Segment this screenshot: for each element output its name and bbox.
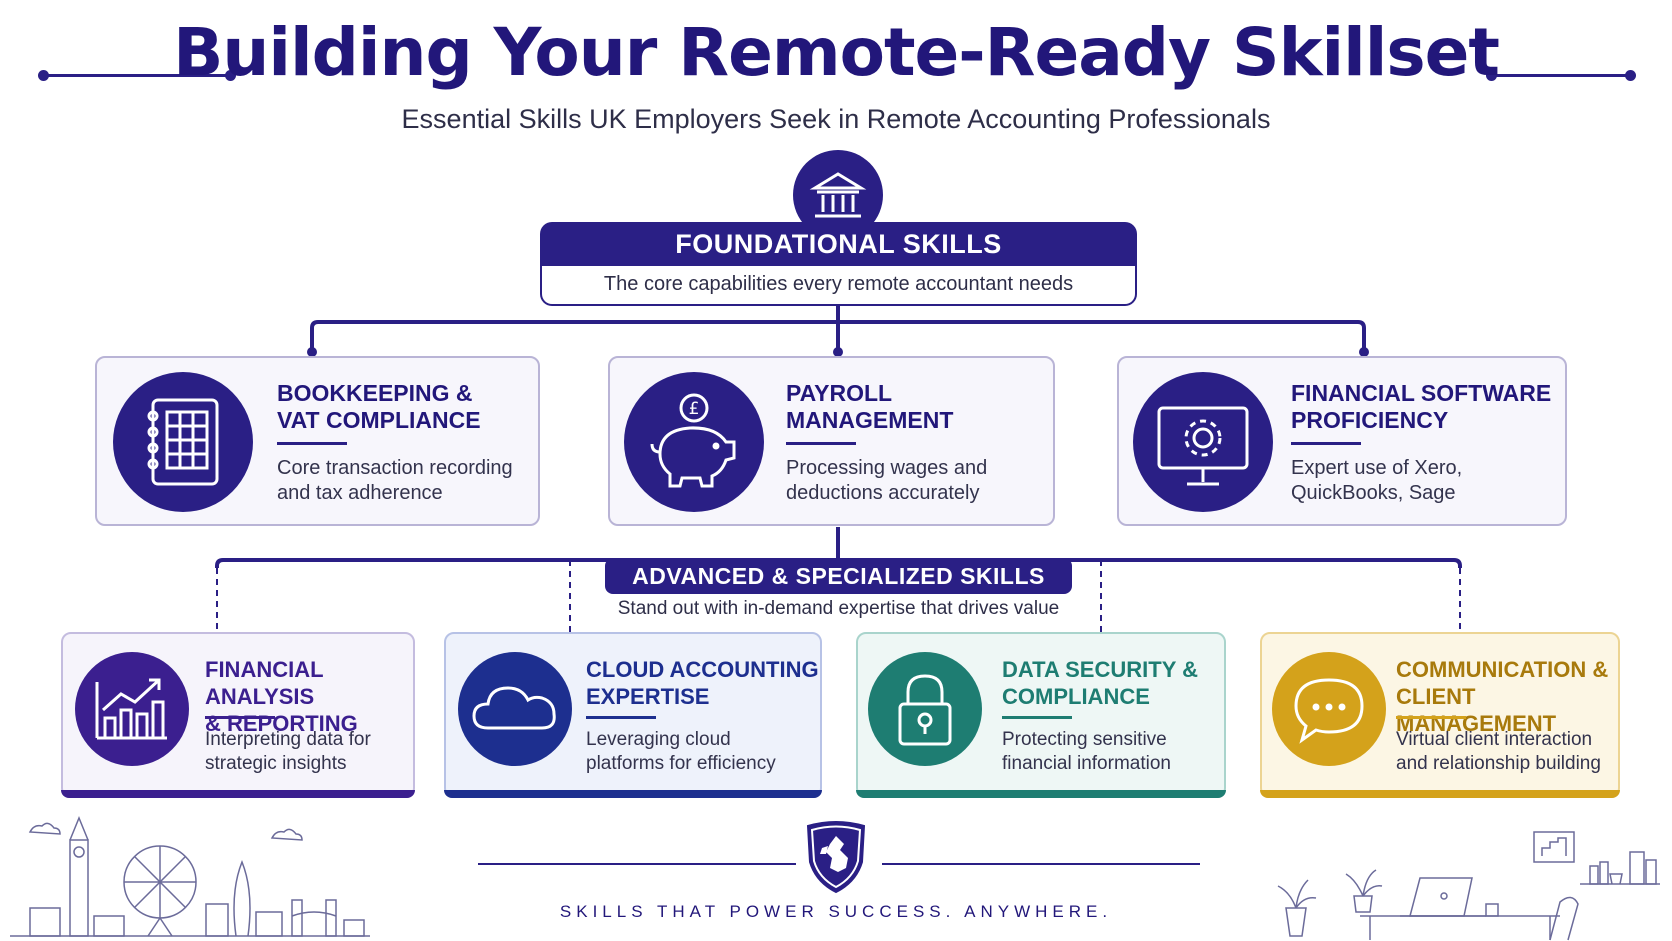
- uk-shield-icon: [802, 818, 870, 894]
- skill-title-line1: COMMUNICATION &: [1396, 657, 1609, 682]
- foundational-skills-header: FOUNDATIONAL SKILLS: [540, 222, 1137, 266]
- card-accent-bar: [856, 790, 1226, 798]
- monitor-gear-icon: [1133, 372, 1273, 512]
- skill-rule: [786, 442, 856, 445]
- skill-rule: [1002, 716, 1072, 719]
- skill-desc-line1: Interpreting data for: [205, 729, 371, 750]
- foundational-skills-description: The core capabilities every remote accou…: [540, 266, 1137, 306]
- skill-desc-line1: Virtual client interaction: [1396, 729, 1593, 750]
- skill-title-line2: & REPORTING: [205, 711, 358, 736]
- footer-tagline: SKILLS THAT POWER SUCCESS. ANYWHERE.: [559, 902, 1113, 921]
- skill-title-line1: FINANCIAL ANALYSIS: [205, 657, 324, 709]
- title-rule-left: [38, 70, 236, 81]
- chart-icon: [75, 652, 189, 766]
- skill-card-bookkeeping: BOOKKEEPING &VAT COMPLIANCE Core transac…: [95, 356, 540, 526]
- ledger-icon: [113, 372, 253, 512]
- skill-desc-line1: Processing wages and: [786, 457, 988, 479]
- skill-title-line1: CLOUD ACCOUNTING: [586, 657, 819, 682]
- skill-title-line2: PROFICIENCY: [1291, 407, 1449, 433]
- skill-desc-line2: deductions accurately: [786, 482, 980, 504]
- skill-desc-line1: Leveraging cloud: [586, 729, 731, 750]
- skill-desc-line2: platforms for efficiency: [586, 753, 776, 774]
- skill-rule: [1291, 442, 1361, 445]
- chat-bubble-icon: [1272, 652, 1386, 766]
- skill-title-line2: CLIENT MANAGEMENT: [1396, 684, 1557, 736]
- skill-desc-line1: Expert use of Xero,: [1291, 457, 1463, 479]
- page-title: Building Your Remote-Ready Skillset: [173, 14, 1500, 91]
- skill-title-line1: PAYROLL: [786, 380, 893, 406]
- card-accent-bar: [1260, 790, 1620, 798]
- skill-rule: [586, 716, 656, 719]
- skill-card-communication: COMMUNICATION &CLIENT MANAGEMENT Virtual…: [1260, 632, 1620, 798]
- skill-desc-line2: strategic insights: [205, 753, 347, 774]
- skill-title-line1: BOOKKEEPING &: [277, 380, 473, 406]
- skill-desc-line2: and relationship building: [1396, 753, 1601, 774]
- skill-desc-line1: Core transaction recording: [277, 457, 513, 479]
- skill-title-line2: MANAGEMENT: [786, 407, 954, 433]
- skill-rule: [205, 716, 275, 719]
- padlock-icon: [868, 652, 982, 766]
- skill-desc-line1: Protecting sensitive: [1002, 729, 1167, 750]
- advanced-skills-description: Stand out with in-demand expertise that …: [617, 598, 1060, 619]
- skill-title-line1: DATA SECURITY &: [1002, 657, 1198, 682]
- skill-rule: [277, 442, 347, 445]
- advanced-skills-header: ADVANCED & SPECIALIZED SKILLS: [605, 558, 1072, 594]
- home-office-illustration: [1277, 831, 1660, 941]
- svg-text:£: £: [689, 399, 700, 419]
- page-subtitle: Essential Skills UK Employers Seek in Re…: [401, 104, 1271, 134]
- skill-title-line2: VAT COMPLIANCE: [277, 407, 481, 433]
- title-rule-right: [1486, 70, 1636, 81]
- skill-title-line2: EXPERTISE: [586, 684, 710, 709]
- card-accent-bar: [444, 790, 822, 798]
- london-skyline-illustration: [10, 816, 370, 937]
- skill-card-data-security: DATA SECURITY &COMPLIANCE Protecting sen…: [856, 632, 1226, 798]
- skill-desc-line2: financial information: [1002, 753, 1171, 774]
- skill-rule: [1396, 716, 1466, 719]
- card-accent-bar: [61, 790, 415, 798]
- piggy-bank-icon: £: [624, 372, 764, 512]
- skill-title-line1: FINANCIAL SOFTWARE: [1291, 380, 1552, 406]
- skill-desc-line2: QuickBooks, Sage: [1291, 482, 1456, 504]
- cloud-icon: [458, 652, 572, 766]
- skill-desc-line2: and tax adherence: [277, 482, 443, 504]
- skill-title-line2: COMPLIANCE: [1002, 684, 1150, 709]
- skill-card-financial-analysis: FINANCIAL ANALYSIS& REPORTING Interpreti…: [61, 632, 415, 798]
